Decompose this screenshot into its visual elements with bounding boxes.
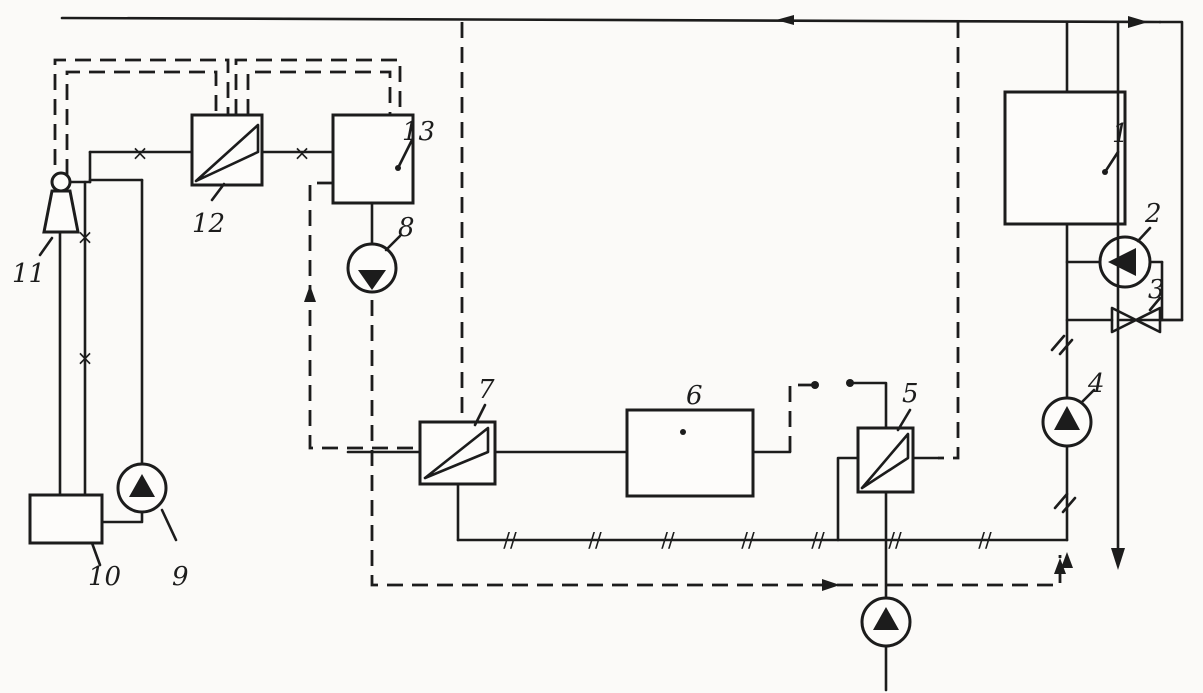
pump-8-icon <box>346 242 398 294</box>
cross-mark: × <box>294 141 311 165</box>
component-labels: 1 2 3 4 5 6 7 8 9 10 11 12 13 <box>12 117 1165 592</box>
top-return-line <box>60 15 1184 322</box>
label-6: 6 <box>686 381 703 411</box>
hatch-mark: // <box>811 528 825 552</box>
hatch-mark: // <box>503 528 517 552</box>
left-equipment <box>28 150 178 567</box>
label-9: 9 <box>172 562 189 592</box>
arrow-left-icon <box>776 15 794 25</box>
label-2: 2 <box>1144 199 1162 229</box>
unit-6-box <box>625 408 755 498</box>
hatch-mark: // <box>661 528 675 552</box>
label-11: 11 <box>12 259 45 289</box>
cross-mark: × <box>132 141 149 165</box>
label-4: 4 <box>1087 369 1105 399</box>
hatch-mark: // <box>888 528 902 552</box>
label-5: 5 <box>902 379 919 409</box>
unit-1-box <box>1003 90 1127 226</box>
arrow-up-icon <box>1061 552 1073 568</box>
label-1: 1 <box>1112 119 1129 149</box>
hatch-mark: // <box>588 528 602 552</box>
label-3: 3 <box>1148 275 1165 305</box>
unit-13-box <box>331 113 415 205</box>
label-13: 13 <box>402 117 435 147</box>
arrow-down-icon <box>1111 548 1125 570</box>
arrow-right-icon <box>822 579 840 591</box>
lower-equipment <box>346 379 1069 692</box>
hatch-mark: // <box>978 528 992 552</box>
cross-mark: × <box>77 346 94 370</box>
tank-10-box <box>28 493 104 545</box>
ejector-11-icon <box>42 189 80 234</box>
dashed-loop <box>370 22 1066 591</box>
label-12: 12 <box>192 209 225 239</box>
pipe-marks: × × × × // // // // // // // <box>77 141 992 552</box>
arrow-right-icon <box>1128 16 1148 28</box>
cross-mark: × <box>77 225 94 249</box>
hatch-mark: // <box>741 528 755 552</box>
right-column <box>1003 20 1184 570</box>
arrow-up-icon <box>304 285 316 302</box>
ejector-11-head-icon <box>50 171 72 193</box>
label-8: 8 <box>398 213 415 243</box>
label-10: 10 <box>88 562 121 592</box>
upper-left-equipment <box>53 58 420 450</box>
label-7: 7 <box>478 375 495 405</box>
